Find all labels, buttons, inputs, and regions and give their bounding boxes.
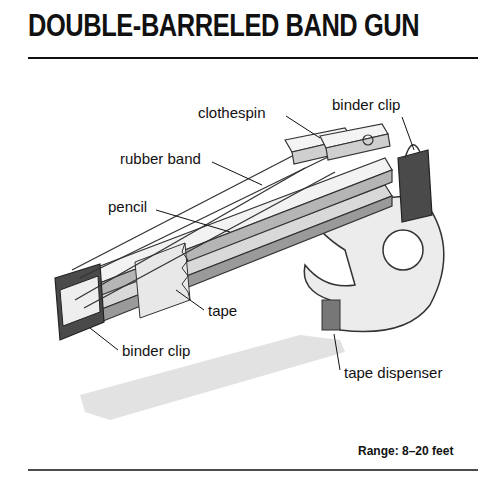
title-rule xyxy=(28,57,478,59)
rubber-band xyxy=(80,156,330,278)
title: DOUBLE-BARRELED BAND GUN xyxy=(28,8,419,44)
part-label: clothespin xyxy=(198,104,266,122)
back-binder-clip xyxy=(398,150,432,222)
front-clip-face xyxy=(60,276,100,326)
front-binder-clip xyxy=(55,264,104,340)
shadow xyxy=(80,335,345,420)
rubber-band xyxy=(75,168,305,300)
part-label: binder clip xyxy=(122,342,190,360)
dispenser-hole xyxy=(383,230,423,270)
leader-line xyxy=(286,116,320,138)
part-label: rubber band xyxy=(120,150,201,168)
clothespin xyxy=(326,134,390,160)
leader-line xyxy=(402,117,414,150)
lower-pencil xyxy=(58,185,392,323)
part-label: pencil xyxy=(108,198,147,216)
leader-line xyxy=(156,210,230,232)
leader-line xyxy=(176,290,204,310)
rubber-band xyxy=(84,172,335,308)
dispenser-teeth xyxy=(322,300,340,330)
bottom-rule xyxy=(28,469,478,471)
part-label: tape dispenser xyxy=(344,364,442,382)
part-label: binder clip xyxy=(332,96,400,114)
tape-wrap xyxy=(135,243,190,318)
leader-line xyxy=(90,328,118,350)
part-label: tape xyxy=(208,302,237,320)
leader-line xyxy=(334,334,340,370)
clothespin-spring xyxy=(363,135,373,145)
upper-pencil-side xyxy=(66,170,392,308)
range-note: Range: 8–20 feet xyxy=(358,442,453,460)
upper-pencil xyxy=(58,158,392,296)
leader-line xyxy=(212,162,262,185)
